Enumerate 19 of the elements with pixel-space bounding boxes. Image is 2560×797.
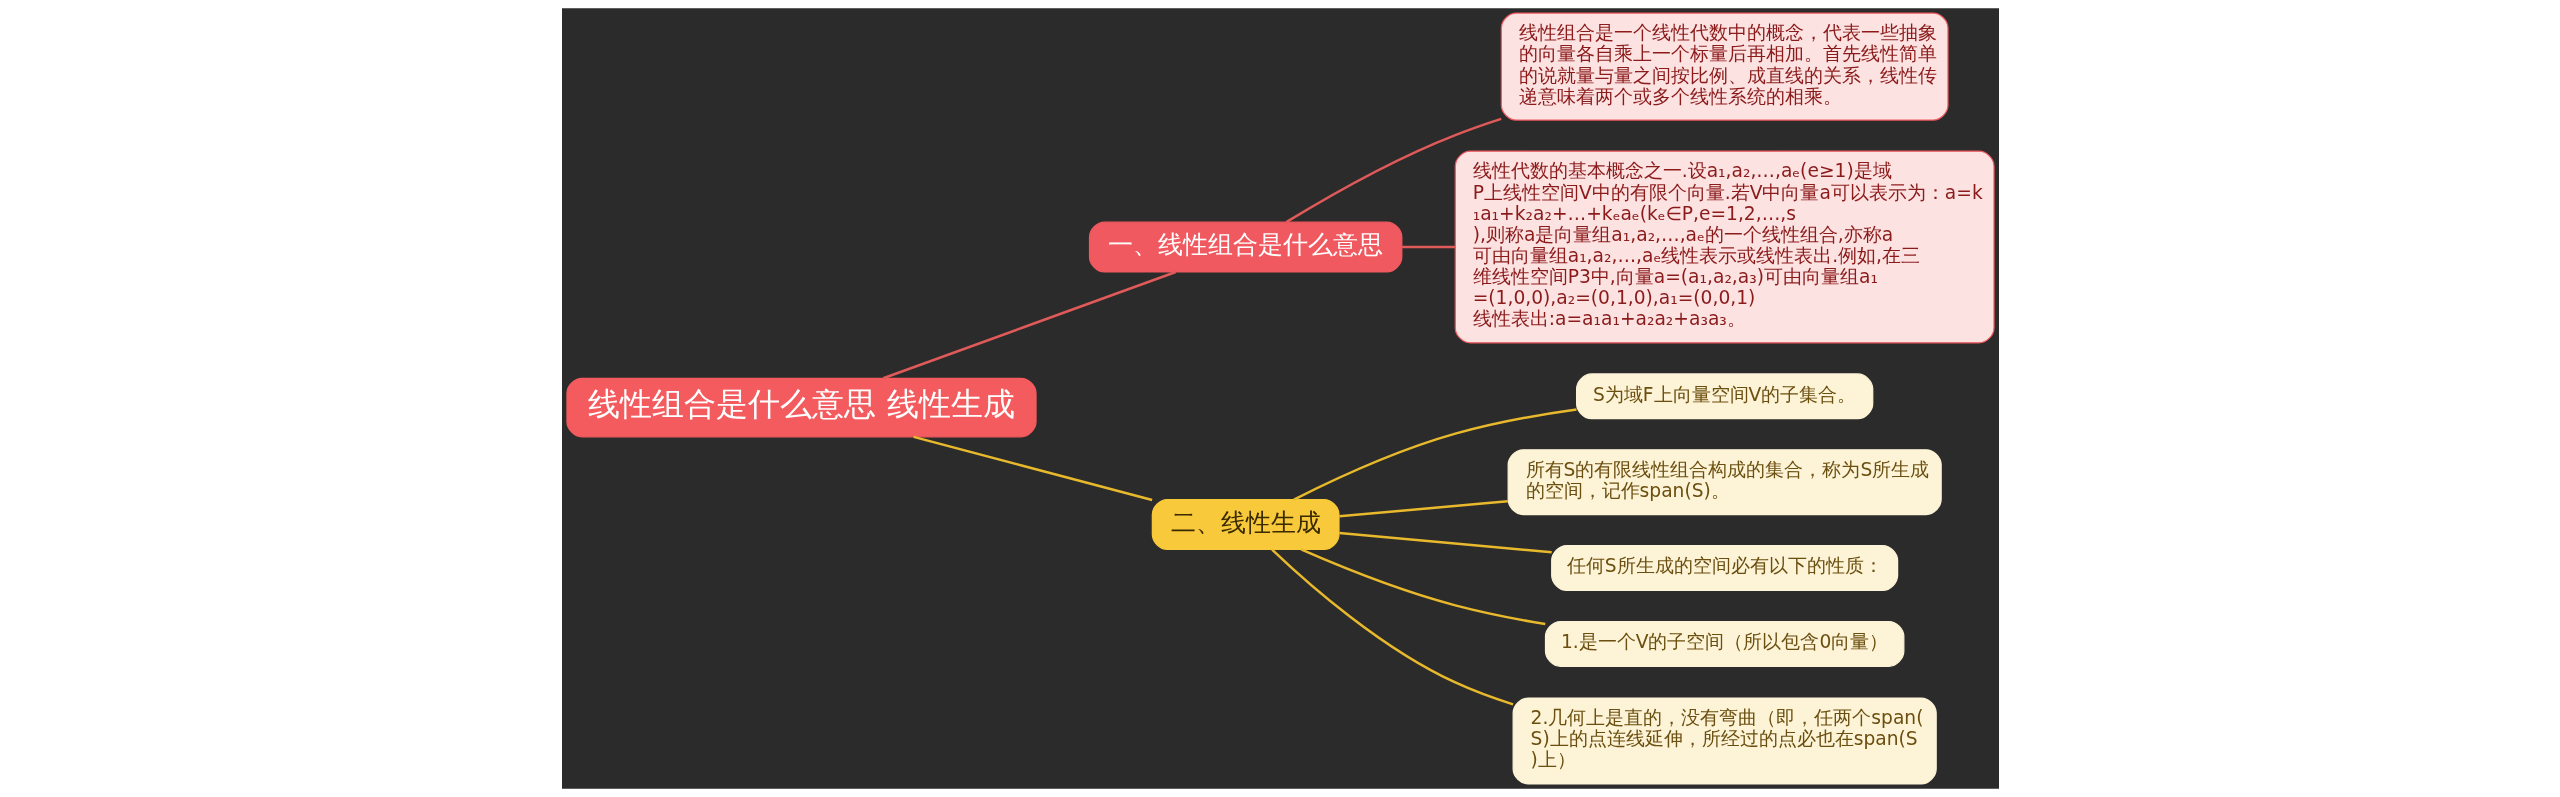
node-box: 所有S的有限线性组合构成的集合，称为S所生成的空间，记作span(S)。	[1507, 449, 1942, 516]
connector	[1338, 500, 1508, 518]
node-box: 1.是一个V的子空间（所以包含0向量）	[1544, 620, 1904, 667]
node-box: 线性组合是什么意思 线性生成	[565, 377, 1037, 438]
connector	[1401, 245, 1455, 249]
node-box: S为域F上向量空间V的子集合。	[1575, 373, 1873, 420]
connector	[882, 270, 1176, 380]
node-box: 线性代数的基本概念之一.设a₁,a₂,…,aₑ(e≥1)是域P上线性空间V中的有限个向量.若V中向量a可以表示为：a=k₁a₁+k₂a₂+…+kₑaₑ(kₑ∈P,e=1,2,…,s),则称a是向量组a₁,a₂,…,aₑ的一个线性组合,亦称a可由向量组a₁,a₂,…,aₑ线性表示或线性表出.例如,在三维线性空间P3中,向量a=(a₁,a₂,a₃)可由向量组a₁=(1,0,0),a₂=(0,1,0),a₁=(0,0,1)线性表出:a=a₁a₁+a₂a₂+a₃a₃。	[1454, 150, 1995, 344]
node-box: 二、线性生成	[1151, 498, 1340, 550]
connector	[1338, 531, 1552, 554]
connector	[1292, 408, 1577, 501]
node-box: 线性组合是一个线性代数中的概念，代表一些抽象的向量各自乘上一个标量后再相加。首先线性简单的说就量与量之间按比例、成直线的关系，线性传递意味着两个或多个线性系统的相乘。	[1500, 12, 1949, 121]
node-box: 任何S所生成的空间必有以下的性质：	[1550, 545, 1898, 592]
connector	[1300, 548, 1545, 626]
node-box: 2.几何上是直的，没有弯曲（即，任两个span(S)上的点连线延伸，所经过的点必也在span(S)上）	[1512, 697, 1937, 785]
connector	[1285, 117, 1502, 224]
node-box: 一、线性组合是什么意思	[1088, 221, 1402, 273]
connector	[1270, 548, 1513, 706]
connector	[912, 435, 1152, 502]
